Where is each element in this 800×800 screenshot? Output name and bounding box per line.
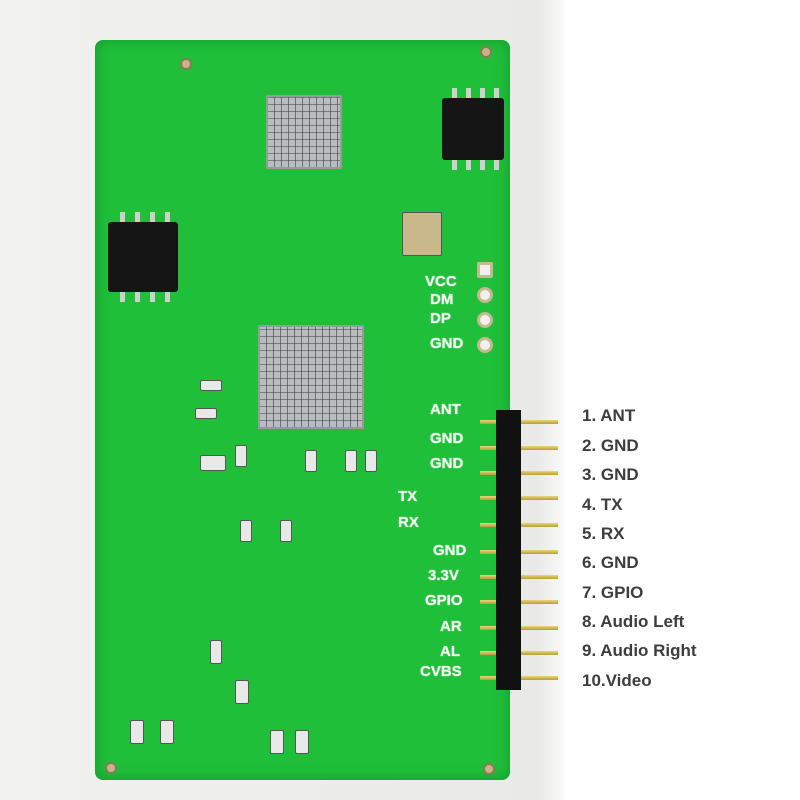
pinout-item: 7. GPIO <box>582 583 644 602</box>
rf-shield-main <box>258 325 364 429</box>
pinout-item: 1. ANT <box>582 406 636 425</box>
silk-cvbs: CVBS <box>420 663 462 680</box>
silk-usb-dp: DP <box>430 310 451 327</box>
usb-pad-gnd <box>477 337 493 353</box>
pinout-item: 2. GND <box>582 436 639 455</box>
pinout-item: 10.Video <box>582 671 652 690</box>
silk-usb-gnd: GND <box>430 335 464 352</box>
ic-chip-right <box>442 98 504 160</box>
silk-gnd: GND <box>433 542 467 559</box>
silk-rx: RX <box>398 514 419 531</box>
pinout-item: 5. RX <box>582 524 625 543</box>
crystal <box>402 212 442 256</box>
pinout-item: 6. GND <box>582 553 639 572</box>
rf-shield-top <box>266 95 342 169</box>
usb-pad-vcc <box>477 262 493 278</box>
silk-usb-dm: DM <box>430 291 454 308</box>
silk-3v3: 3.3V <box>428 567 459 584</box>
pinout-item: 9. Audio Right <box>582 641 697 660</box>
usb-pad-dp <box>477 312 493 328</box>
silk-gpio: GPIO <box>425 592 463 609</box>
silk-ar: AR <box>440 618 462 635</box>
silk-tx: TX <box>398 488 418 505</box>
silk-gnd: GND <box>430 430 464 447</box>
silk-gnd: GND <box>430 455 464 472</box>
silk-al: AL <box>440 643 460 660</box>
silk-ant: ANT <box>430 401 461 418</box>
silk-usb-vcc: VCC <box>425 273 457 290</box>
label-panel-background <box>565 0 800 800</box>
ic-chip-left <box>108 222 178 292</box>
mounting-hole <box>105 762 117 774</box>
pinout-item: 8. Audio Left <box>582 612 685 631</box>
mounting-hole <box>483 763 495 775</box>
mounting-hole <box>180 58 192 70</box>
pinout-item: 3. GND <box>582 465 639 484</box>
mounting-hole <box>480 46 492 58</box>
usb-pad-dm <box>477 287 493 303</box>
pinout-item: 4. TX <box>582 495 623 514</box>
pin-header <box>496 410 521 690</box>
